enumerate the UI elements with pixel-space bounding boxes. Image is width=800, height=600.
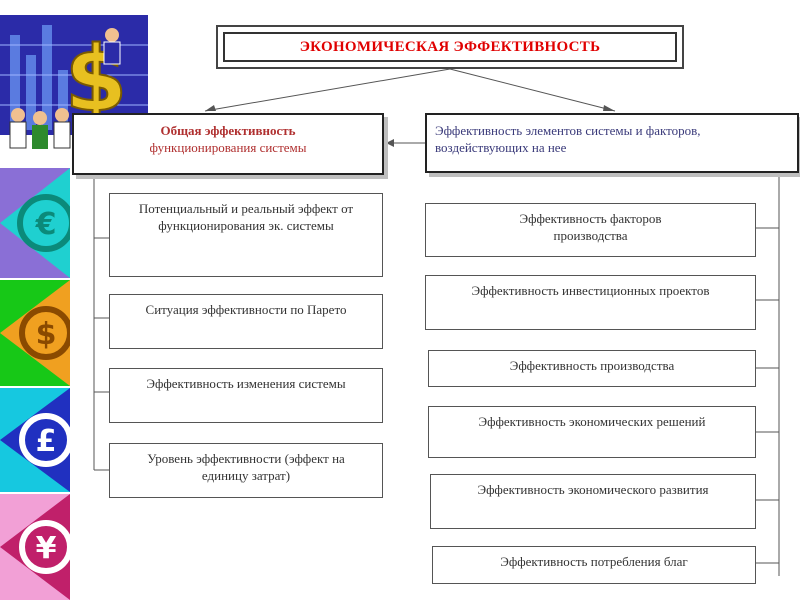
title-box: ЭКОНОМИЧЕСКАЯ ЭФФЕКТИВНОСТЬ bbox=[216, 25, 684, 69]
right-item-label: Эффективность экономического развития bbox=[477, 482, 709, 497]
dollar-icon: $ bbox=[36, 317, 57, 352]
pound-icon: £ bbox=[36, 424, 57, 459]
right-item-label: Эффективность экономических решений bbox=[478, 414, 706, 429]
euro-stripe: € bbox=[0, 168, 70, 278]
pound-stripe: £ bbox=[0, 388, 70, 492]
euro-icon: € bbox=[35, 207, 57, 242]
page-title: ЭКОНОМИЧЕСКАЯ ЭФФЕКТИВНОСТЬ bbox=[223, 32, 677, 62]
right-item-consumption: Эффективность потребления благ bbox=[432, 546, 756, 584]
left-item-label: Ситуация эффективности по Парето bbox=[145, 302, 347, 317]
right-item-factors: Эффективность факторов производства bbox=[425, 203, 756, 257]
right-item-production: Эффективность производства bbox=[428, 350, 756, 387]
elements-efficiency-box: Эффективность элементов системы и фактор… bbox=[425, 113, 799, 173]
left-item-pareto: Ситуация эффективности по Парето bbox=[109, 294, 383, 349]
left-item-label: Эффективность изменения системы bbox=[146, 376, 346, 391]
left-item-potential-effect: Потенциальный и реальный эффект от функц… bbox=[109, 193, 383, 277]
right-item-decisions: Эффективность экономических решений bbox=[428, 406, 756, 458]
right-item-label: Эффективность инвестиционных проектов bbox=[471, 283, 710, 298]
left-item-label: Уровень эффективности (эффект на единицу… bbox=[147, 451, 345, 483]
yen-stripe: ¥ bbox=[0, 494, 70, 600]
right-item-label: Эффективность потребления благ bbox=[500, 554, 688, 569]
left-item-label: Потенциальный и реальный эффект от функц… bbox=[138, 201, 354, 233]
yen-icon: ¥ bbox=[36, 531, 57, 566]
right-item-investment: Эффективность инвестиционных проектов bbox=[425, 275, 756, 330]
stripe-gap bbox=[0, 160, 70, 168]
general-efficiency-line1: Общая эффективность bbox=[160, 123, 296, 138]
right-item-development: Эффективность экономического развития bbox=[430, 474, 756, 529]
right-item-label: Эффективность факторов производства bbox=[519, 211, 662, 243]
right-item-label: Эффективность производства bbox=[509, 358, 675, 373]
left-item-system-change: Эффективность изменения системы bbox=[109, 368, 383, 423]
general-efficiency-box: Общая эффективность функционирования сис… bbox=[72, 113, 384, 175]
dollar-stripe: $ bbox=[0, 280, 70, 386]
left-item-efficiency-level: Уровень эффективности (эффект на единицу… bbox=[109, 443, 383, 498]
elements-efficiency-text: Эффективность элементов системы и фактор… bbox=[435, 123, 701, 155]
general-efficiency-line2: функционирования системы bbox=[149, 140, 307, 155]
